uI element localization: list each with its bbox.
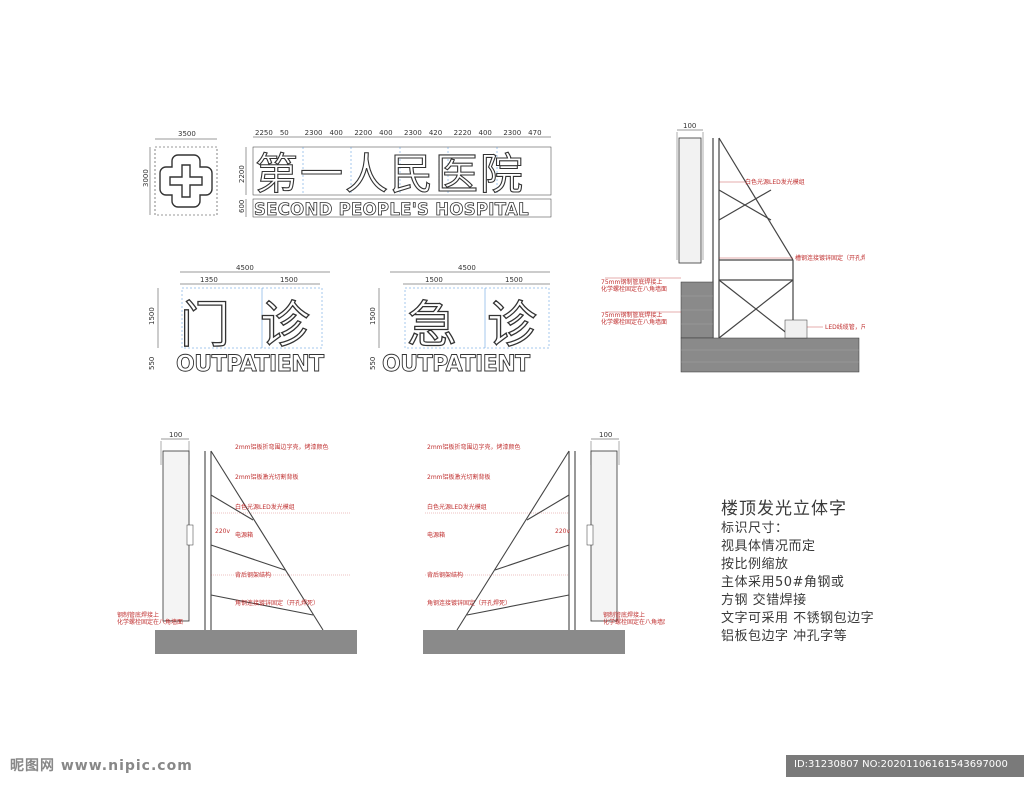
- annotation-label: 白色光源LED发光模组: [427, 503, 487, 511]
- dim-en-height: 550: [369, 357, 377, 370]
- dim-top-value: 400: [379, 129, 392, 137]
- hospital-cross-logo: [159, 154, 213, 208]
- annotation-label: 2mm铝板折弯围边字壳，烤漆颜色: [427, 443, 521, 451]
- annotation-label: 白色光源LED发光模组: [235, 503, 295, 511]
- annotation-label: 角钢连接镀锌固定（开孔焊死）: [427, 599, 511, 607]
- image-id-text: ID:31230807 NO:20201106161543697000: [794, 759, 1008, 770]
- sign-notes: 楼顶发光立体字 标识尺寸： 视具体情况而定 按比例缩放 主体采用50#角钢或 方…: [721, 498, 921, 646]
- outpatient-sign-elevation: 4500 1350 1500 门 诊 OUTPATIENT 1500 550: [148, 264, 330, 377]
- dim-en-height: 600: [238, 200, 246, 213]
- hospital-title-en: SECOND PEOPLE'S HOSPITAL: [254, 200, 529, 219]
- annotation-label: LED线缆管，尺寸见图: [825, 323, 865, 331]
- notes-line: 方钢 交错焊接: [721, 593, 807, 608]
- dim-height: 1500: [369, 307, 377, 325]
- annotation-label: 电源箱: [235, 531, 253, 539]
- annotation-label: 化学螺栓固定在八角墙面: [601, 318, 667, 326]
- rooftop-section-mid: 100 2mm铝板折弯围边字壳，烤漆颜色 2mm铝板激光切割背板白色光源LED发光…: [423, 431, 665, 654]
- watermark-logo: 昵图网 www.nipic.com: [10, 758, 193, 774]
- outpatient-char-2: 诊: [260, 296, 310, 354]
- top-dimension-row: 2250 50 2300 400 2200 400 2300 420 2220 400 2300 47…: [255, 129, 542, 137]
- dim-logo-width: 3500: [178, 130, 196, 138]
- dim-top-value: 400: [479, 129, 492, 137]
- dim-top: 100: [599, 431, 612, 439]
- annotation-label: 槽钢连接镀锌固定（开孔焊死）: [795, 254, 865, 262]
- dim-top-value: 2300: [404, 129, 422, 137]
- annotation-label: 75mm钢制管底焊接上: [601, 278, 662, 286]
- notes-line: 铝板包边字 冲孔字等: [721, 629, 848, 644]
- emergency-char-2: 诊: [487, 296, 537, 354]
- dim-top-value: 470: [528, 129, 541, 137]
- annotation-label: 背后钢架结构: [427, 571, 463, 579]
- emergency-en: OUTPATIENT: [382, 352, 530, 377]
- annotation-label: 化学螺栓固定在八角墙面: [117, 618, 183, 626]
- annotation-label: 白色光源LED发光模组: [745, 178, 805, 186]
- dim-total: 4500: [236, 264, 254, 272]
- dim-top-value: 400: [330, 129, 343, 137]
- notes-line: 按比例缩放: [721, 557, 789, 572]
- dim-top: 100: [169, 431, 182, 439]
- emergency-sign-elevation: 4500 1500 1500 急 诊 OUTPATIENT 1500 550: [369, 264, 550, 377]
- annotation-label: 2mm铝板折弯围边字壳，烤漆颜色: [235, 443, 329, 451]
- dim-left: 1350: [200, 276, 218, 284]
- dim-top-value: 2220: [454, 129, 472, 137]
- annotation-label: 2mm铝板激光切割背板: [427, 473, 491, 481]
- dim-total: 4500: [458, 264, 476, 272]
- dim-top-value: 50: [280, 129, 289, 137]
- notes-line: 主体采用50#角钢或: [721, 575, 845, 590]
- notes-line: 视具体情况而定: [721, 539, 816, 554]
- annotation-label: 角钢连接镀锌固定（开孔焊死）: [235, 599, 319, 607]
- dim-en-height: 550: [148, 357, 156, 370]
- annotation-label: 钢制管底焊接上: [603, 611, 645, 619]
- annotation-label: 化学螺栓固定在八角墙面: [603, 618, 665, 626]
- dim-right: 1500: [280, 276, 298, 284]
- notes-line: 标识尺寸：: [721, 521, 789, 536]
- annotation-label: 钢制管底焊接上: [117, 611, 159, 619]
- dim-logo-height: 3000: [142, 169, 150, 187]
- dim-left: 1500: [425, 276, 443, 284]
- dim-top: 100: [683, 122, 696, 130]
- notes-line: 文字可采用 不锈钢包边字: [721, 611, 875, 626]
- hospital-sign-elevation: 3500 3000 2250 50 2300 400 2200 400 2300 420 222…: [142, 129, 552, 219]
- dim-top-value: 2250: [255, 129, 273, 137]
- outpatient-en: OUTPATIENT: [176, 352, 324, 377]
- dim-top-value: 420: [429, 129, 442, 137]
- dim-height: 1500: [148, 307, 156, 325]
- annotation-label: 背后钢架结构: [235, 571, 271, 579]
- notes-title: 楼顶发光立体字: [721, 499, 847, 519]
- dim-top-value: 2300: [305, 129, 323, 137]
- dim-top-value: 2200: [354, 129, 372, 137]
- dim-small: 220v: [215, 528, 230, 535]
- dim-text-height: 2200: [238, 165, 246, 183]
- annotation-label: 电源箱: [427, 531, 445, 539]
- hospital-title-cn: 第一人民医院: [255, 150, 525, 200]
- annotation-label: 化学螺栓固定在八角墙面: [601, 285, 667, 293]
- dim-top-value: 2300: [503, 129, 521, 137]
- dim-small: 220v: [555, 528, 570, 535]
- emergency-char-1: 急: [407, 296, 457, 354]
- annotation-label: 75mm钢制管底焊接上: [601, 311, 662, 319]
- dim-right: 1500: [505, 276, 523, 284]
- footer-bar: [786, 755, 1024, 777]
- outpatient-char-1: 门: [180, 296, 230, 354]
- annotation-label: 2mm铝板激光切割背板: [235, 473, 299, 481]
- rooftop-section-left: 100 2mm铝板折弯围边字壳，烤漆颜色 2mm铝板激光切割背板白色光源LED发光…: [117, 431, 357, 654]
